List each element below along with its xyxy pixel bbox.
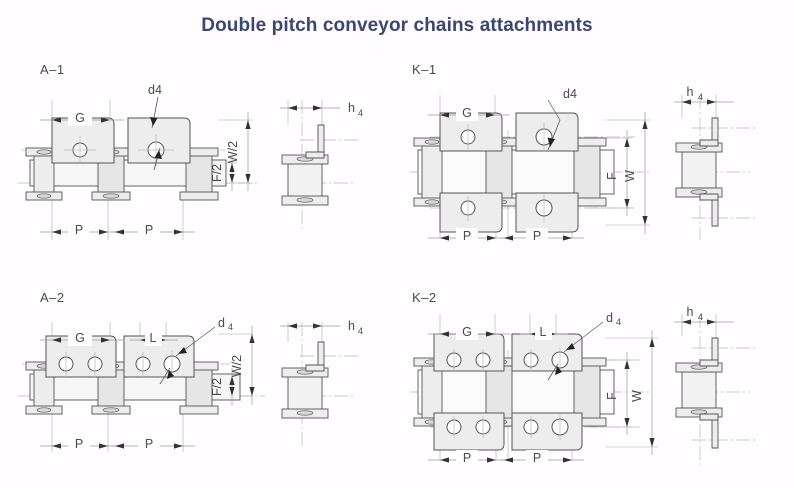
chain-link-assembly <box>25 335 241 415</box>
panel-k-1-label: K–1 <box>412 62 437 77</box>
dimension-l: L <box>520 324 568 340</box>
dimension-h4-sub: 4 <box>698 92 703 102</box>
dimension-g-label: G <box>462 106 472 120</box>
dimension-d4: d 4 <box>547 311 621 381</box>
dimension-d4-label: d4 <box>563 87 577 101</box>
drawing-a-1: G d4 F/2 W/2 <box>18 83 363 240</box>
dimension-l: L <box>130 330 178 346</box>
panel-a-2-label: A–2 <box>40 290 65 305</box>
dimension-d4-label: d4 <box>148 83 162 97</box>
dimension-w-half: W/2 <box>230 326 255 405</box>
dimension-g-label: G <box>462 325 472 339</box>
dimension-h4-label: h <box>348 319 355 333</box>
drawing-k-1: G d4 F W <box>410 85 755 244</box>
page-title: Double pitch conveyor chains attachments <box>201 15 593 36</box>
dimension-g: G <box>428 105 510 121</box>
dimension-pitch-2: P <box>112 436 195 452</box>
dimension-w-label: W <box>623 170 637 182</box>
dimension-w-half-label: W/2 <box>230 355 244 377</box>
side-view-k-1: h 4 <box>674 85 734 227</box>
drawing-k-2: G L d 4 <box>410 305 755 467</box>
dimension-d4-label: d <box>218 316 225 330</box>
dimension-g: G <box>40 110 124 126</box>
dimension-g: G <box>428 324 510 340</box>
dimension-l-label: L <box>540 325 547 339</box>
dimension-g-label: G <box>75 331 85 345</box>
dimension-pitch-2: P <box>500 228 584 244</box>
panel-k-2-label: K–2 <box>412 290 437 305</box>
dimension-pitch-2-label: P <box>533 451 541 465</box>
dimension-g: G <box>40 330 124 346</box>
dimension-d4-sub: 4 <box>228 322 233 332</box>
dimension-pitch-1-label: P <box>463 451 471 465</box>
dimension-pitch-1-label: P <box>75 437 83 451</box>
panel-a-1-label: A–1 <box>40 62 65 77</box>
dimension-pitch-2-label: P <box>533 229 541 243</box>
dimension-w: W <box>623 112 648 234</box>
dimension-f-label: F <box>605 172 619 180</box>
dimension-pitch-1: P <box>428 228 508 244</box>
dimension-h4-label: h <box>687 305 694 319</box>
dimension-w-label: W <box>630 390 644 402</box>
dimension-d4: d4 <box>148 83 162 171</box>
dimension-f-half: F/2 <box>210 155 235 191</box>
dimension-d4-label: d <box>606 311 613 325</box>
dimension-w: W <box>630 330 655 455</box>
dimension-f: F <box>605 130 630 216</box>
chain-link-assembly <box>413 333 615 451</box>
dimension-f-half-label: F/2 <box>210 378 224 396</box>
dimension-w-half: W/2 <box>226 112 251 191</box>
side-view-k-2: h 4 <box>674 305 734 449</box>
dimension-g-label: G <box>75 111 85 125</box>
dimension-pitch-1-label: P <box>75 223 83 237</box>
side-view-a-1: h 4 <box>280 101 363 206</box>
dimension-f: F <box>605 352 630 435</box>
dimension-pitch-1-label: P <box>463 229 471 243</box>
dimension-pitch-2: P <box>500 450 584 466</box>
dimension-f-half-label: F/2 <box>210 164 224 182</box>
dimension-pitch-2-label: P <box>145 437 153 451</box>
dimension-h4-sub: 4 <box>698 312 703 322</box>
dimension-w-half-label: W/2 <box>226 141 240 163</box>
dimension-pitch-1: P <box>40 222 120 238</box>
dimension-h4-sub: 4 <box>358 326 363 336</box>
dimension-l-label: L <box>150 331 157 345</box>
side-view-a-2: h 4 <box>280 319 363 419</box>
dimension-pitch-2-label: P <box>145 223 153 237</box>
dimension-d4-sub: 4 <box>616 317 621 327</box>
chain-link-assembly <box>25 117 227 201</box>
dimension-pitch-2: P <box>112 222 195 238</box>
dimension-f-half: F/2 <box>210 368 235 405</box>
dimension-pitch-1: P <box>428 450 508 466</box>
dimension-d4: d 4 <box>159 316 233 385</box>
dimension-d4: d4 <box>547 87 577 151</box>
dimension-f-label: F <box>605 392 619 400</box>
dimension-h4-label: h <box>687 85 694 99</box>
drawing-a-2: G L d 4 <box>18 316 363 452</box>
dimension-pitch-1: P <box>40 436 120 452</box>
dimension-h4-sub: 4 <box>358 108 363 118</box>
chain-link-assembly <box>413 112 615 233</box>
dimension-h4-label: h <box>348 101 355 115</box>
